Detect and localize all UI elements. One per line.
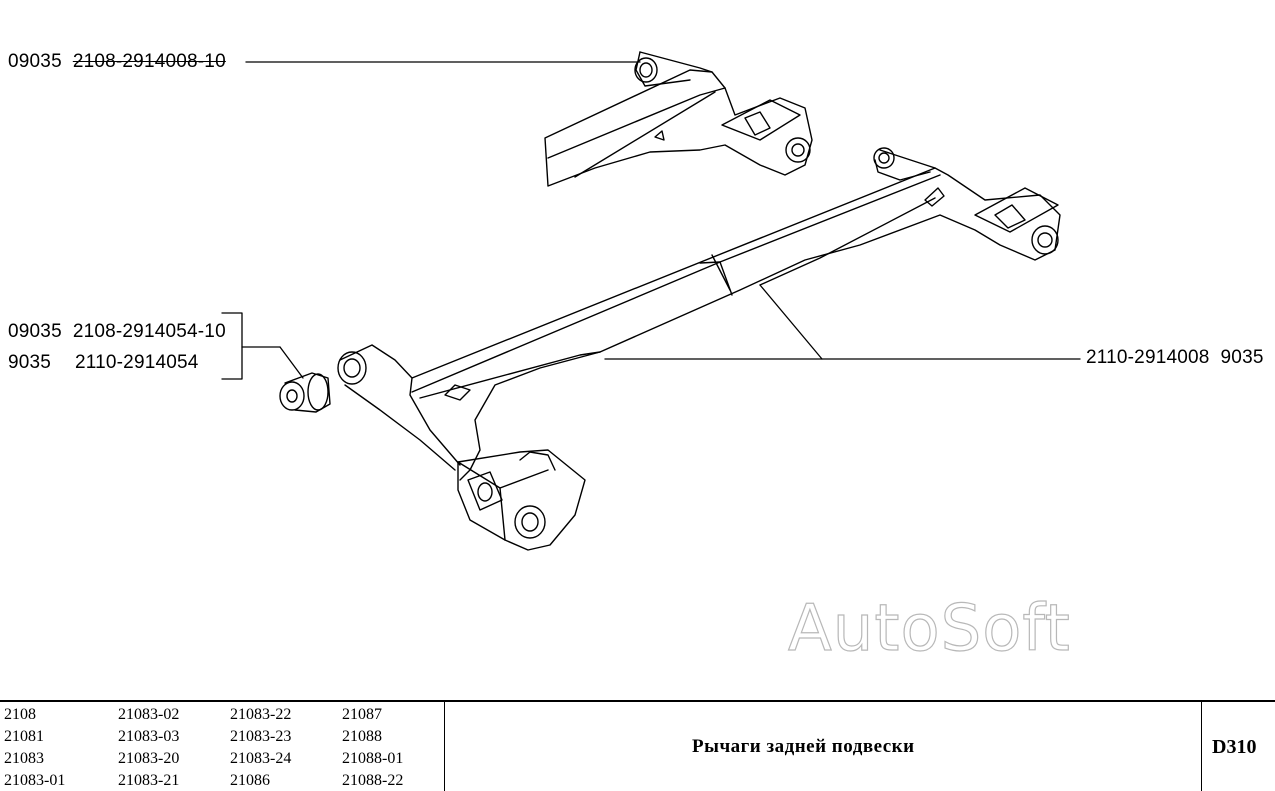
- leader-lower-diag: [759, 284, 823, 360]
- model-code: 21083-21: [118, 772, 180, 789]
- rubber-bushing: [279, 372, 331, 413]
- callout-bushing-2: 9035 2110-2914054: [8, 352, 199, 374]
- callout-bushing-1-qty: 09035: [8, 321, 62, 342]
- model-code: 21083-03: [118, 728, 180, 745]
- upper-trailing-arm: [544, 51, 813, 187]
- divider-code: [1201, 702, 1202, 791]
- model-code: 2108: [4, 706, 36, 723]
- callout-bushing-1-part: 2108-2914054-10: [72, 321, 226, 342]
- callout-upper-part: 2108-2914008-10: [72, 51, 226, 72]
- model-code: 21083-01: [4, 772, 66, 789]
- bracket-bushing: [221, 312, 243, 380]
- callout-bushing-1: 09035 2108-2914054-10: [8, 321, 226, 343]
- watermark: AutoSoft: [787, 591, 1071, 666]
- callout-upper: 09035 2108-2914008-10: [8, 51, 226, 73]
- drawing-title: Рычаги задней подвески: [692, 736, 915, 757]
- model-code: 21083-20: [118, 750, 180, 767]
- model-code: 21083-02: [118, 706, 180, 723]
- callout-bushing-2-part: 2110-2914054: [75, 352, 199, 373]
- model-code: 21088: [342, 728, 382, 745]
- callout-lower: 2110-2914008 9035: [1086, 347, 1264, 369]
- callout-lower-qty: 9035: [1220, 347, 1264, 368]
- divider-models: [444, 702, 445, 791]
- callout-upper-qty: 09035: [8, 51, 62, 72]
- leader-bushing-b: [279, 346, 304, 379]
- callout-lower-part: 2110-2914008: [1086, 347, 1210, 368]
- model-code: 21081: [4, 728, 44, 745]
- model-code: 21088-22: [342, 772, 404, 789]
- title-block: 2108 21083-02 21083-22 21087 21081 21083-03 21…: [0, 700, 1275, 791]
- model-code: 21083-22: [230, 706, 292, 723]
- model-code: 21086: [230, 772, 270, 789]
- leader-lines: [221, 61, 1081, 380]
- model-code: 21083-23: [230, 728, 292, 745]
- suspension-diagram: [221, 51, 1081, 551]
- model-code: 21088-01: [342, 750, 404, 767]
- model-code: 21083-24: [230, 750, 292, 767]
- model-code: 21083: [4, 750, 44, 767]
- callout-bushing-2-qty: 9035: [8, 352, 52, 373]
- main-beam-assembly: [337, 147, 1061, 551]
- model-code: 21087: [342, 706, 382, 723]
- drawing-code: D310: [1212, 736, 1257, 758]
